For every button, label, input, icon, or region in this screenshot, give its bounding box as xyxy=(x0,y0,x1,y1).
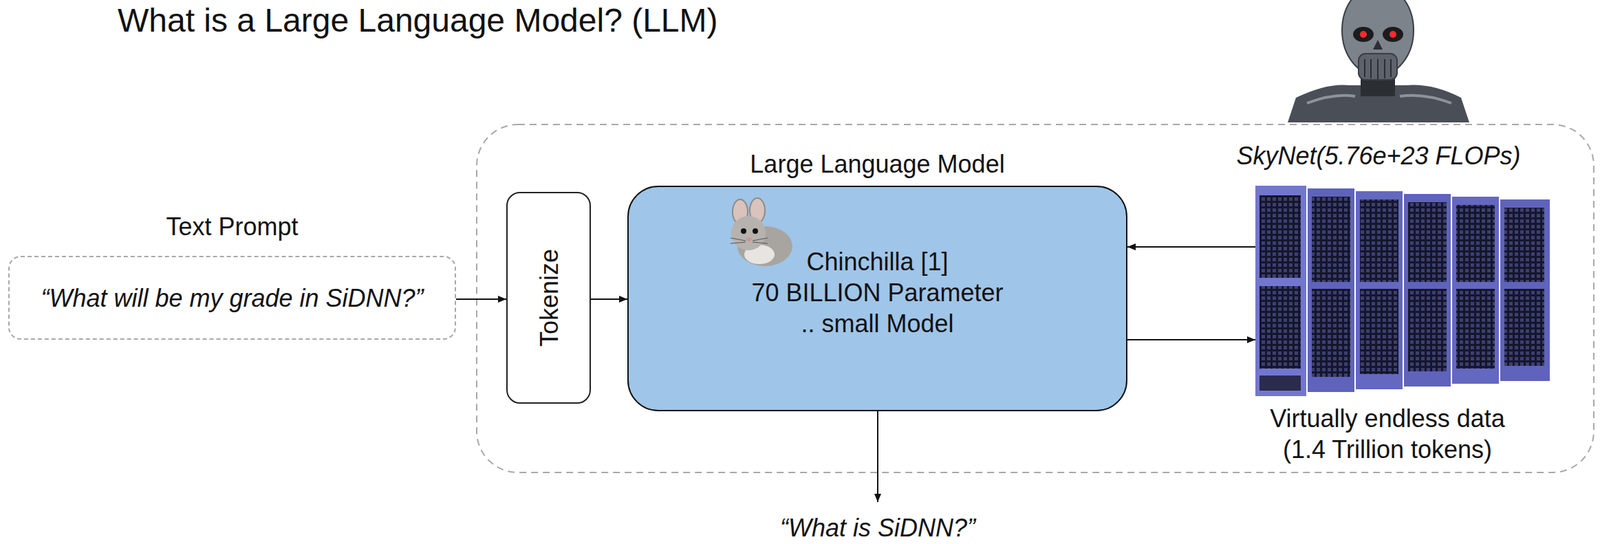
robot-eye xyxy=(1389,30,1397,38)
box-heading: Large Language Model xyxy=(749,148,1005,180)
server-node: SkyNet(5.76e+23 FLOPs)Virtually endless … xyxy=(1255,185,1552,397)
arrow-connector xyxy=(590,298,628,300)
server-rack xyxy=(1403,193,1451,387)
robot-nose xyxy=(1373,39,1383,50)
server-rack xyxy=(1452,196,1499,384)
output-arrow xyxy=(877,411,879,503)
robot-eye xyxy=(1359,30,1367,38)
rack-vent xyxy=(1456,288,1495,369)
rack-front xyxy=(1452,196,1499,384)
chinchilla-eye xyxy=(752,228,759,234)
rack-vent xyxy=(1311,288,1351,377)
data-caption: Virtually endless data (1.4 Trillion tok… xyxy=(1263,403,1512,466)
server-rack xyxy=(1307,188,1355,393)
box-label: Tokenize xyxy=(533,249,565,347)
model-note: .. small Model xyxy=(800,308,954,340)
rack-front xyxy=(1255,185,1307,397)
diagram-title: What is a Large Language Model? (LLM) xyxy=(117,1,719,40)
robot-eye-socket xyxy=(1382,26,1404,42)
chinchilla-whiskers xyxy=(730,238,768,244)
rack-base xyxy=(1259,375,1301,391)
robot-jaw xyxy=(1358,53,1398,80)
rack-vent xyxy=(1504,288,1545,366)
chinchilla-head xyxy=(731,215,766,251)
compute-heading: SkyNet(5.76e+23 FLOPs) xyxy=(1236,140,1521,172)
rack-vent xyxy=(1259,195,1301,278)
rack-vent xyxy=(1359,288,1399,375)
chinchilla-nose xyxy=(746,237,752,242)
chinchilla-eye xyxy=(740,228,747,234)
rack-vent xyxy=(1359,199,1399,283)
box-heading: Text Prompt xyxy=(165,211,298,243)
model-size: 70 BILLION Parameter xyxy=(751,277,1003,309)
server-illustration xyxy=(1255,185,1552,397)
prompt-box: Text Prompt“What will be my grade in SiD… xyxy=(8,255,457,340)
rack-front xyxy=(1500,199,1550,382)
robot-highlight xyxy=(1306,95,1452,104)
output-text: “What is SiDNN?” xyxy=(780,514,976,543)
rack-front xyxy=(1307,188,1355,393)
model-box: Large Language ModelChinchilla [1]70 BIL… xyxy=(627,185,1128,412)
arrow-connector xyxy=(1127,246,1256,248)
arrow-connector xyxy=(1127,339,1256,341)
rack-front xyxy=(1403,193,1451,387)
group-outline xyxy=(476,124,1594,473)
server-rack xyxy=(1500,199,1550,382)
prompt-text: “What will be my grade in SiDNN?” xyxy=(40,282,424,314)
robot-teeth xyxy=(1364,59,1391,80)
rack-vent xyxy=(1456,204,1495,283)
rack-vent xyxy=(1408,288,1447,372)
rack-vent xyxy=(1311,196,1351,283)
rack-vent xyxy=(1504,207,1545,283)
robot-illustration xyxy=(1287,0,1470,123)
rack-vent xyxy=(1408,202,1447,283)
server-rack xyxy=(1255,185,1307,397)
model-name: Chinchilla [1] xyxy=(806,246,948,278)
rack-front xyxy=(1355,191,1403,390)
chinchilla-illustration xyxy=(720,195,795,269)
tokenizer-box: Tokenize xyxy=(506,191,591,404)
server-rack xyxy=(1355,191,1403,390)
robot-eye-socket xyxy=(1353,26,1374,42)
rack-vent xyxy=(1259,286,1301,369)
arrow-connector xyxy=(456,298,507,300)
